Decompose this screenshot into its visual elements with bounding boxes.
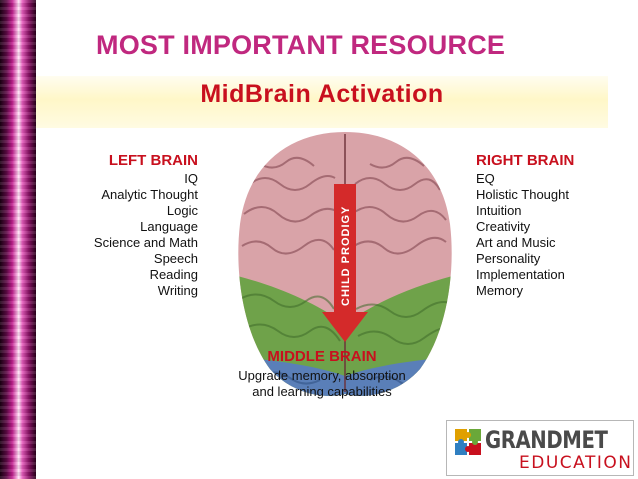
grandmet-logo: GRANDMET EDUCATION (446, 420, 634, 476)
slide-title: MOST IMPORTANT RESOURCE (96, 30, 506, 60)
left-brain-item: Science and Math (93, 235, 198, 250)
right-brain-item: Creativity (476, 219, 531, 234)
left-brain-item: Reading (149, 267, 198, 282)
left-brain-item: Logic (166, 203, 198, 218)
middle-brain-block: MIDDLE BRAIN Upgrade memory, absorption … (202, 348, 442, 400)
left-brain-item: Writing (157, 283, 198, 298)
right-brain-item: Intuition (476, 203, 522, 218)
child-prodigy-arrow-shaft (334, 184, 356, 314)
right-brain-item: Personality (476, 251, 541, 266)
right-brain-item: Implementation (476, 267, 565, 282)
puzzle-icon (455, 429, 481, 455)
left-brain-item: Analytic Thought (101, 187, 198, 202)
brain-illustration: CHILD PRODIGY (238, 132, 452, 396)
child-prodigy-arrow-head (322, 312, 368, 342)
right-brain-heading: RIGHT BRAIN (476, 152, 575, 169)
right-brain-item: Holistic Thought (476, 187, 569, 202)
right-brain-list: RIGHT BRAIN EQ Holistic Thought Intuitio… (476, 152, 616, 299)
right-brain-item: Memory (476, 283, 523, 298)
infographic-panel: MidBrain Activation (36, 68, 608, 408)
brain-folds-green (239, 293, 451, 345)
right-brain-item: Art and Music (476, 235, 556, 250)
left-brain-list: LEFT BRAIN IQ Analytic Thought Logic Lan… (56, 152, 198, 299)
left-brain-item: IQ (184, 171, 198, 186)
infographic-banner (36, 76, 608, 128)
infographic-title: MidBrain Activation (200, 80, 444, 108)
child-prodigy-label: CHILD PRODIGY (340, 206, 352, 306)
middle-brain-heading: MIDDLE BRAIN (267, 348, 377, 365)
logo-name: GRANDMET (485, 426, 608, 454)
left-brain-item: Speech (153, 251, 198, 266)
middle-brain-line: Upgrade memory, absorption (238, 368, 406, 383)
logo-subtitle: EDUCATION (519, 453, 633, 473)
decorative-side-stripe (0, 0, 36, 479)
brain-folds (241, 156, 447, 255)
left-brain-heading: LEFT BRAIN (108, 152, 198, 169)
right-brain-item: EQ (476, 171, 495, 186)
middle-brain-line: and learning capabilities (252, 384, 392, 399)
left-brain-item: Language (140, 219, 198, 234)
